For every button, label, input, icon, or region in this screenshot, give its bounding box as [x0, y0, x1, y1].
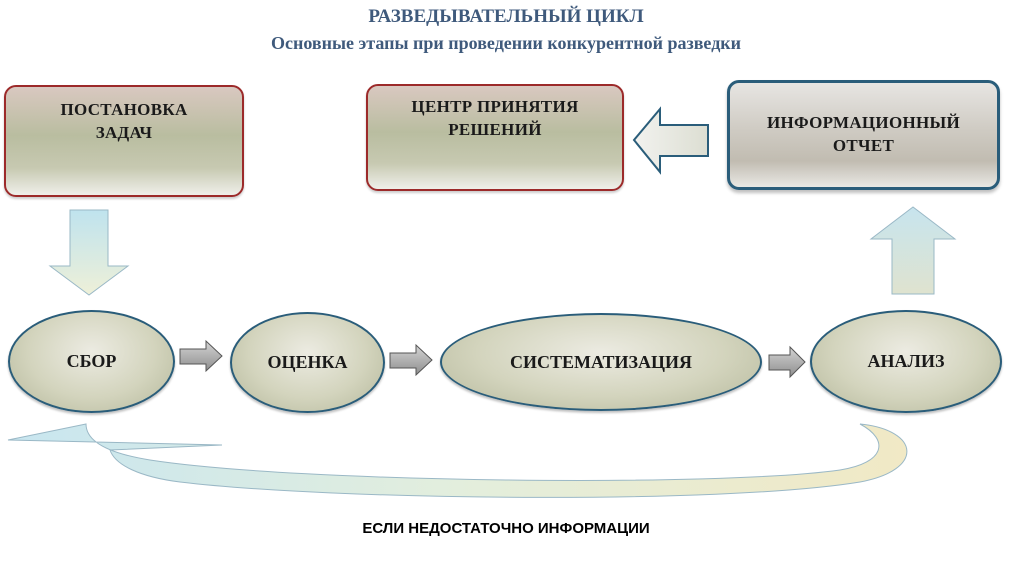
stage-systematize-label: СИСТЕМАТИЗАЦИЯ: [510, 351, 692, 372]
box-info-report: ИНФОРМАЦИОННЫЙ ОТЧЕТ: [727, 80, 1000, 190]
arrow-up-analyze-to-report: [869, 206, 957, 295]
stage-analyze: АНАЛИЗ: [810, 310, 1002, 413]
arrow-left-report-to-decision: [632, 106, 709, 175]
stage-collect: СБОР: [8, 310, 175, 413]
stage-systematize: СИСТЕМАТИЗАЦИЯ: [440, 313, 762, 411]
stage-evaluate: ОЦЕНКА: [230, 312, 385, 413]
arrow-loop-analyze-to-collect: [7, 423, 908, 498]
arrow-evaluate-to-systematize: [389, 343, 433, 377]
box-task-setting-label: ПОСТАНОВКА ЗАДАЧ: [60, 100, 188, 142]
box-decision-center-label: ЦЕНТР ПРИНЯТИЯ РЕШЕНИЙ: [411, 97, 579, 139]
arrow-collect-to-evaluate: [179, 339, 223, 373]
box-task-setting: ПОСТАНОВКА ЗАДАЧ: [4, 85, 244, 197]
box-decision-center: ЦЕНТР ПРИНЯТИЯ РЕШЕНИЙ: [366, 84, 624, 191]
arrow-down-task-to-collect: [48, 209, 130, 296]
box-info-report-label: ИНФОРМАЦИОННЫЙ ОТЧЕТ: [766, 113, 961, 155]
arrow-systematize-to-analyze: [768, 345, 806, 379]
stage-analyze-label: АНАЛИЗ: [867, 351, 945, 371]
loop-label: ЕСЛИ НЕДОСТАТОЧНО ИНФОРМАЦИИ: [362, 520, 650, 537]
diagram-subtitle: Основные этапы при проведении конкурентн…: [270, 33, 742, 53]
stage-collect-label: СБОР: [66, 351, 117, 371]
diagram-title: РАЗВЕДЫВАТЕЛЬНЫЙ ЦИКЛ: [368, 6, 644, 27]
stage-evaluate-label: ОЦЕНКА: [267, 352, 348, 372]
